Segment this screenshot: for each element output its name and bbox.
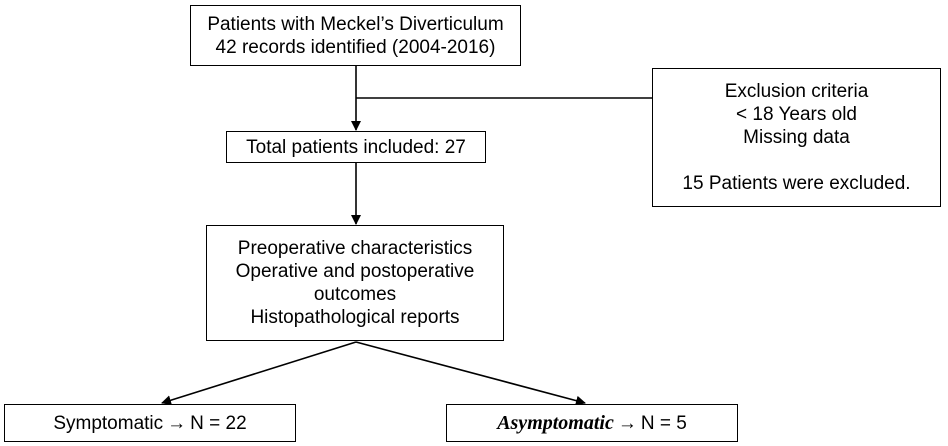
outcome-outcomes: outcomes <box>313 284 397 305</box>
included-count: Total patients included: 27 <box>246 136 466 158</box>
symptomatic-count: N = 22 <box>190 412 247 434</box>
records-count: 42 records identified (2004-2016) <box>215 36 496 58</box>
arrow-to-asymptomatic <box>355 341 586 406</box>
outcomes-box: Preoperative characteristics Operative a… <box>206 225 504 341</box>
asymptomatic-count: N = 5 <box>640 412 687 434</box>
arrow-to-symptomatic <box>161 341 357 406</box>
exclusion-criteria-box: Exclusion criteria < 18 Years old Missin… <box>652 68 941 207</box>
records-identified-box: Patients with Meckel’s Diverticulum 42 r… <box>190 5 521 66</box>
asymptomatic-label: Asymptomatic <box>497 411 614 434</box>
symptomatic-label: Symptomatic <box>53 412 164 434</box>
records-title: Patients with Meckel’s Diverticulum <box>207 13 504 35</box>
outcome-operative: Operative and postoperative <box>235 261 475 282</box>
exclusion-missing: Missing data <box>743 127 850 148</box>
asymptomatic-box: Asymptomatic → N = 5 <box>446 404 738 442</box>
arrow-right-icon: → <box>167 412 187 434</box>
arrow-right-icon: → <box>617 412 637 434</box>
exclusion-age: < 18 Years old <box>736 104 857 125</box>
exclusion-count: 15 Patients were excluded. <box>682 173 911 194</box>
exclusion-title: Exclusion criteria <box>724 81 869 102</box>
included-patients-box: Total patients included: 27 <box>226 131 486 163</box>
outcome-preoperative: Preoperative characteristics <box>237 238 473 259</box>
symptomatic-box: Symptomatic → N = 22 <box>4 404 296 442</box>
outcome-histopathology: Histopathological reports <box>250 307 460 328</box>
